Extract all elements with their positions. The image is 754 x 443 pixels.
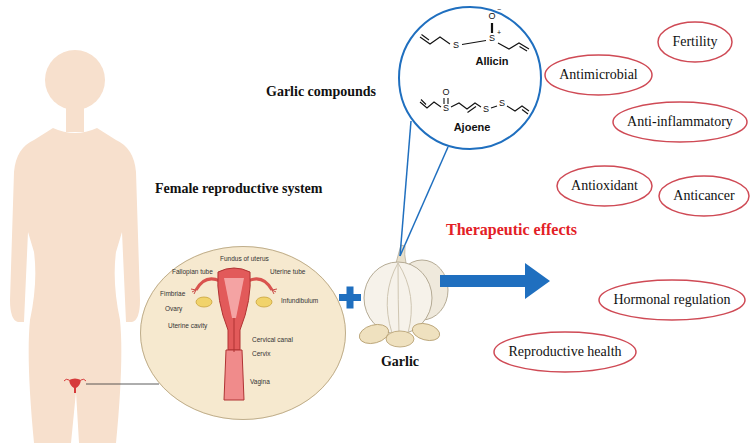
effect-ellipse: Hormonal regulation [598, 279, 746, 321]
uterus-drawing [196, 297, 212, 307]
pelvis-icon [64, 379, 86, 381]
anatomy-label: Uterine tube [270, 268, 305, 275]
effect-text: Reproductive health [508, 344, 621, 359]
anatomy-label: Fallopian tube [172, 268, 213, 275]
effect-outline [659, 176, 749, 216]
text-label: Garlic compounds [266, 84, 376, 100]
molecule-bonds [462, 41, 486, 45]
atom-label: + [497, 29, 501, 37]
anatomy-label: Fundus of uterus [220, 255, 269, 262]
atom-label: − [497, 6, 501, 14]
anatomy-label: Ovary [165, 305, 182, 312]
anatomy-label: Infundibulum [281, 297, 318, 304]
effect-text: Antimicrobial [559, 67, 638, 82]
effect-outline [599, 280, 745, 320]
effect-ellipse: Antioxidant [556, 165, 653, 207]
molecule-bonds [421, 100, 426, 105]
molecule-bonds [451, 103, 481, 109]
woman-silhouette [45, 50, 105, 110]
therapy-arrow [440, 263, 550, 299]
compound-name: Allicin [475, 55, 508, 67]
effect-outline [557, 166, 652, 206]
anatomy-oval: Fallopian tube Fundus of uterusUterine tu… [140, 246, 346, 420]
pelvis-icon [64, 379, 86, 394]
effect-ellipse: Antimicrobial [544, 54, 653, 96]
uterus-drawing [191, 268, 277, 400]
node-outline [399, 7, 541, 149]
molecule-bonds [522, 110, 528, 115]
leader-line [86, 384, 159, 385]
text-label: Garlic [381, 354, 419, 370]
text-label: Female reproductive system [155, 181, 322, 197]
uterus-drawing [224, 350, 244, 400]
woman-silhouette [66, 104, 84, 132]
uterus-drawing [234, 318, 235, 352]
molecule-bonds [491, 106, 497, 108]
effect-ellipse: Reproductive health [493, 331, 637, 373]
woman-silhouette [10, 128, 140, 443]
garlic-illustration [410, 321, 441, 344]
atom-label: S [453, 41, 459, 51]
molecule-bonds [491, 23, 493, 33]
atom-label: S [443, 104, 449, 114]
effect-text: Antioxidant [571, 178, 638, 193]
anatomy-label: Fimbriae [160, 290, 185, 297]
anatomy-ground [140, 246, 346, 420]
compound-circle: O−S+SAllicinOSSSAjoene [398, 6, 542, 150]
atom-label: S [499, 99, 505, 109]
molecule-bonds [422, 35, 430, 41]
garlic-illustration [357, 245, 448, 347]
effect-ellipse: Anticancer [658, 175, 750, 217]
anatomy-label: Vagina [250, 378, 270, 385]
node-outline [141, 247, 346, 420]
atom-label: O [442, 88, 449, 98]
molecule-bonds [498, 43, 529, 49]
effect-ellipse: Anti-inflammatory [612, 101, 748, 143]
molecule-bonds [420, 23, 529, 114]
anatomy-label: Cervix [252, 350, 270, 357]
atom-label: S [483, 105, 489, 115]
compound-name: Ajoene [454, 121, 491, 133]
effect-text: Anticancer [673, 188, 734, 203]
effect-outline [494, 332, 636, 372]
effect-outline [613, 102, 747, 142]
plus-sign [339, 287, 361, 309]
molecule-bonds [520, 47, 528, 52]
molecule-bonds [420, 37, 450, 44]
zoom-line [400, 147, 448, 256]
molecule-bonds [507, 106, 529, 111]
effect-text: Anti-inflammatory [627, 114, 733, 129]
text-label: Therapeutic effects [446, 221, 577, 239]
anatomy-label: Uterine cavity [168, 322, 207, 329]
garlic-illustration [387, 263, 411, 334]
uterus-drawing [256, 297, 272, 307]
effect-ellipse: Fertility [657, 21, 733, 63]
uterus-drawing [196, 279, 220, 290]
effect-text: Hormonal regulation [613, 292, 730, 307]
uterus-drawing [224, 278, 244, 318]
molecule-bonds [420, 102, 441, 108]
effect-outline [545, 55, 652, 95]
atom-label: S [489, 34, 495, 44]
effect-text: Fertility [672, 34, 717, 49]
zoom-line [400, 121, 448, 256]
garlic-illustration [386, 331, 414, 347]
node-outline [140, 246, 346, 420]
plus-sign [347, 287, 354, 309]
uterus-drawing [248, 279, 272, 290]
anatomy-label: Cervical canal [252, 336, 293, 343]
effect-outline [658, 22, 732, 62]
atom-label: O [488, 12, 495, 22]
molecule-bonds [468, 107, 477, 113]
pelvis-icon [69, 379, 81, 394]
garlic-illustration [357, 321, 391, 346]
